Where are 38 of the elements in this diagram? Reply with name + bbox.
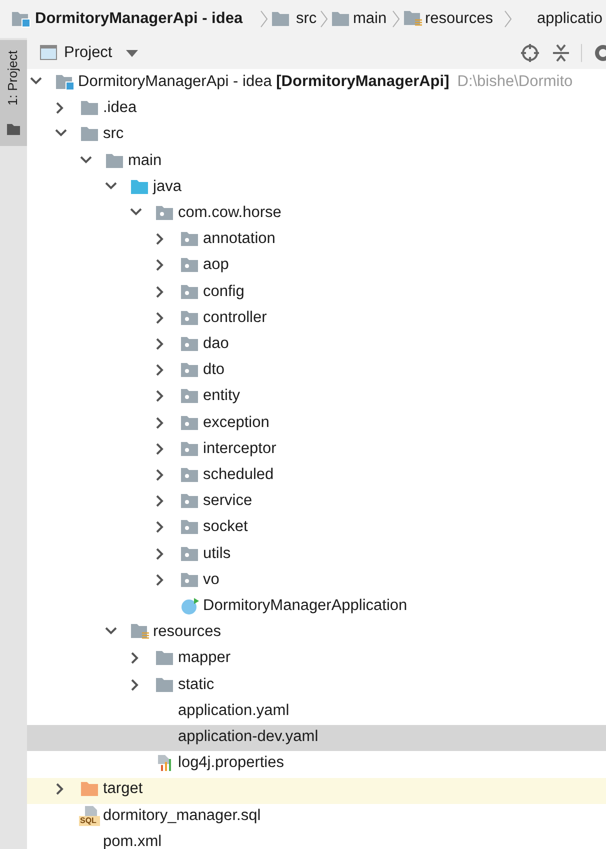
file-name: pom.xml (103, 832, 162, 849)
folder-name: static (178, 674, 214, 695)
folder-name: main (128, 150, 162, 171)
folder-name: dao (203, 334, 229, 354)
file-name: log4j.properties (178, 753, 284, 774)
breadcrumb-item: resources (425, 9, 494, 29)
file-name: application-dev.yaml (178, 727, 318, 747)
breadcrumb-item: main (353, 9, 387, 29)
folder-name: java (153, 176, 182, 197)
file-name: application.yaml (178, 700, 290, 721)
folder-name: socket (203, 517, 248, 538)
folder-name: src (103, 124, 124, 144)
folder-name: resources (153, 622, 222, 642)
folder-name: utils (203, 544, 231, 564)
file-name: dormitory_manager.sql (103, 806, 261, 826)
folder-name: aop (203, 255, 229, 276)
folder-name: dto (203, 360, 225, 380)
folder-name: DormitoryManagerApi - idea [DormitoryManagerApi] (78, 72, 450, 92)
folder-name: com.cow.horse (178, 203, 282, 223)
project-path: D:\bishe\Dormito (457, 72, 573, 92)
folder-name: scheduled (203, 465, 274, 485)
folder-name: service (203, 491, 252, 512)
folder-name: controller (203, 308, 267, 328)
folder-name: annotation (203, 229, 276, 250)
folder-name: .idea (103, 98, 137, 118)
side-tab-label: 1: Project (4, 50, 21, 108)
breadcrumb-item: src (296, 9, 317, 29)
class-name: DormitoryManagerApplication (203, 596, 408, 616)
panel-title: Project (64, 43, 112, 63)
folder-name: entity (203, 386, 240, 406)
folder-name: config (203, 282, 244, 302)
breadcrumb-item: DormitoryManagerApi - idea (35, 9, 243, 29)
folder-name: exception (203, 412, 270, 433)
breadcrumb-item: applicatio (537, 9, 602, 29)
folder-name: interceptor (203, 438, 276, 459)
folder-name: target (103, 779, 143, 800)
folder-name: vo (203, 570, 220, 590)
folder-name: mapper (178, 648, 231, 668)
